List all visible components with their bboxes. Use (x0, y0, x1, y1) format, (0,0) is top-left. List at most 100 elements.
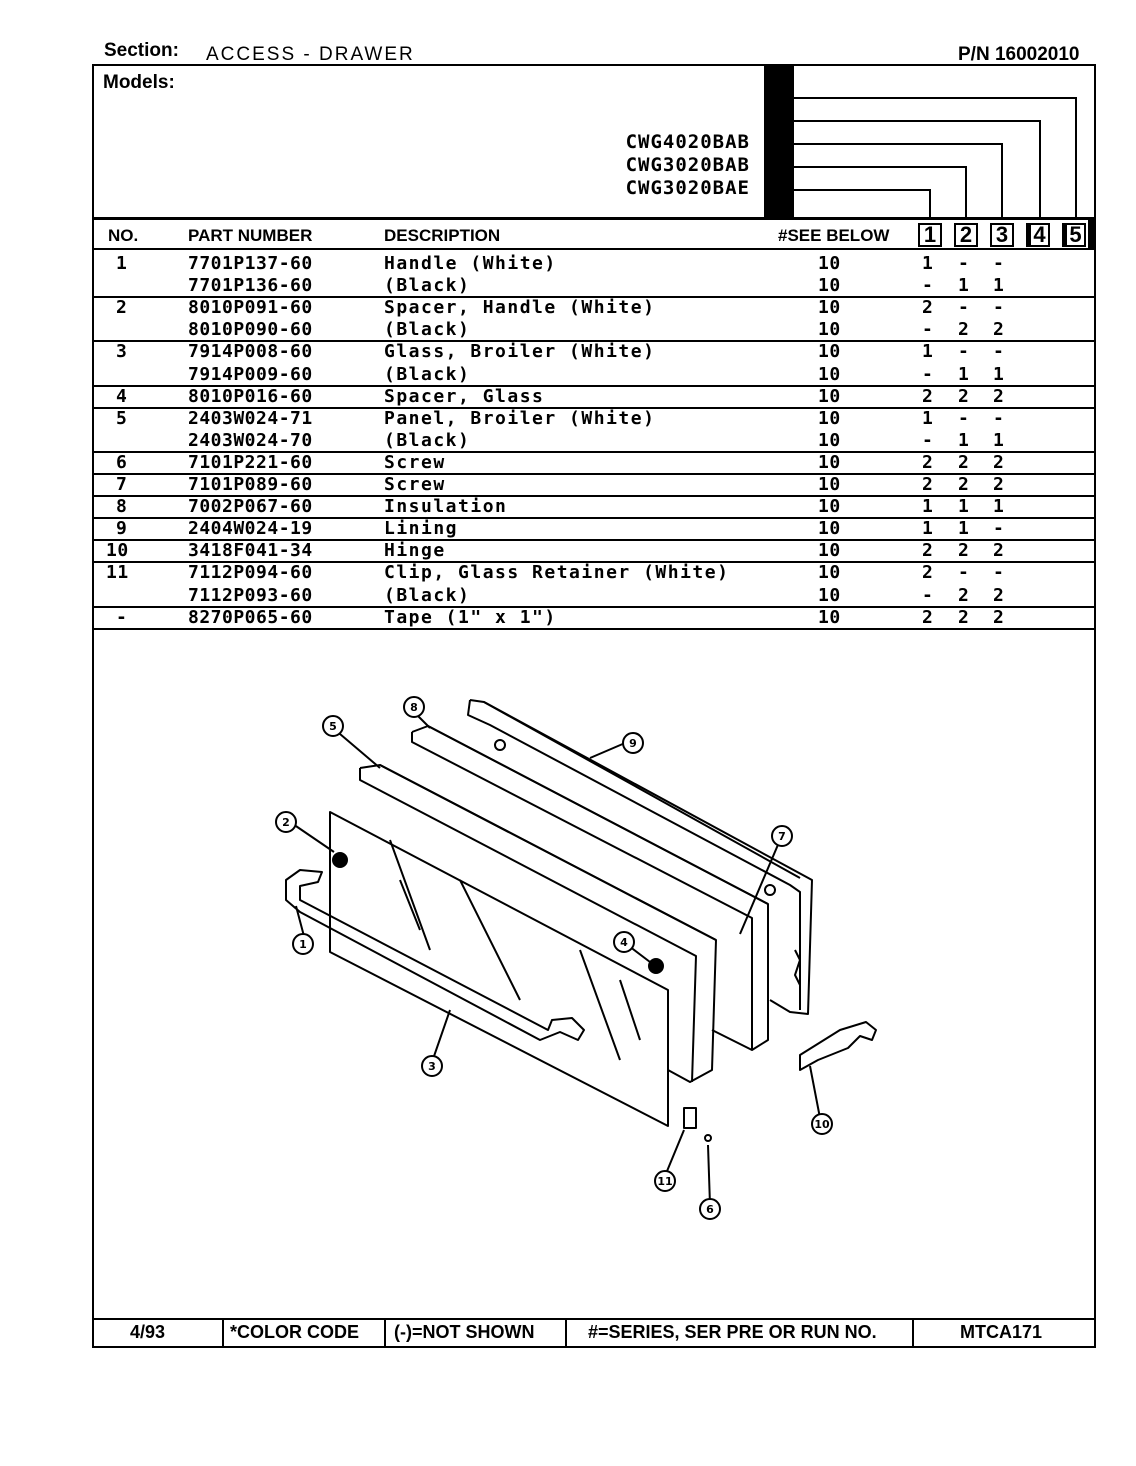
row-part-number: 2403W024-71 (188, 407, 313, 429)
row-item-no: 11 (106, 562, 129, 584)
col-header-see-below: #SEE BELOW (778, 226, 890, 245)
row-description: (Black) (384, 363, 471, 385)
model-number-box: 5 (768, 86, 790, 108)
row-description: Panel, Broiler (White) (384, 407, 656, 429)
row-item-no: 4 (116, 385, 128, 407)
row-qty-model-2: 2 (958, 606, 970, 628)
row-rule (94, 517, 1094, 520)
section-label: Section: (104, 40, 179, 61)
models-label: Models: (103, 72, 175, 93)
row-qty-model-2: 2 (958, 385, 970, 407)
row-rule (94, 384, 1094, 387)
row-part-number: 7101P221-60 (188, 451, 313, 473)
row-see-below: 10 (818, 451, 841, 473)
callout-11: 11 (654, 1170, 676, 1192)
row-qty-model-2: - (958, 407, 970, 429)
row-qty-model-3: 2 (993, 584, 1005, 606)
row-qty-model-1: - (922, 319, 934, 341)
callout-5: 5 (322, 715, 344, 737)
row-qty-model-3: - (993, 297, 1005, 319)
footer-divider-3 (565, 1318, 567, 1348)
row-qty-model-3: - (993, 253, 1005, 274)
row-description: Handle (White) (384, 253, 557, 274)
model-connector-lines (794, 97, 1077, 220)
row-qty-model-2: 2 (958, 474, 970, 495)
table-header-rule (94, 248, 1094, 250)
row-part-number: 7914P009-60 (188, 363, 313, 385)
row-see-below: 10 (818, 562, 841, 584)
row-qty-model-3: 2 (993, 540, 1005, 562)
callout-1: 1 (292, 933, 314, 955)
footer-divider-1 (222, 1318, 224, 1348)
row-qty-model-2: 2 (958, 451, 970, 473)
row-qty-model-1: 2 (922, 451, 934, 473)
row-see-below: 10 (818, 385, 841, 407)
row-qty-model-3: 1 (993, 275, 1005, 297)
row-rule (94, 605, 1094, 608)
row-part-number: 2403W024-70 (188, 429, 313, 451)
row-qty-model-1: 1 (922, 518, 934, 540)
callout-9: 9 (622, 732, 644, 754)
glass-part (329, 811, 669, 1127)
row-qty-model-1: 1 (922, 496, 934, 518)
row-qty-model-1: 2 (922, 385, 934, 407)
row-rule (94, 539, 1094, 542)
row-see-below: 10 (818, 474, 841, 495)
row-description: Lining (384, 518, 459, 540)
panel-part (359, 764, 717, 1083)
callout-label: 4 (620, 936, 628, 949)
callout-2: 2 (275, 811, 297, 833)
row-qty-model-3: 1 (993, 429, 1005, 451)
row-qty-model-2: - (958, 562, 970, 584)
row-qty-model-2: 2 (958, 584, 970, 606)
row-description: (Black) (384, 319, 471, 341)
footer-series: #=SERIES, SER PRE OR RUN NO. (588, 1322, 877, 1342)
col-header-no: NO. (108, 226, 139, 245)
callout-7: 7 (771, 825, 793, 847)
row-item-no: 8 (116, 496, 128, 518)
row-qty-model-1: - (922, 429, 934, 451)
row-see-below: 10 (818, 584, 841, 606)
lining-part (469, 699, 813, 1015)
row-see-below: 10 (818, 496, 841, 518)
row-qty-model-1: 2 (922, 474, 934, 495)
callout-label: 6 (706, 1203, 714, 1216)
row-see-below: 10 (818, 363, 841, 385)
row-qty-model-2: 1 (958, 518, 970, 540)
row-qty-model-2: 1 (958, 363, 970, 385)
row-qty-model-2: - (958, 253, 970, 274)
row-item-no: 3 (116, 341, 128, 363)
row-description: Glass, Broiler (White) (384, 341, 656, 363)
row-description: (Black) (384, 429, 471, 451)
row-see-below: 10 (818, 606, 841, 628)
row-part-number: 7112P093-60 (188, 584, 313, 606)
model-number-box: 4 (768, 109, 790, 131)
footer-date: 4/93 (130, 1322, 166, 1342)
row-rule (94, 627, 1094, 630)
row-qty-model-1: 2 (922, 562, 934, 584)
row-item-no: - (116, 606, 128, 628)
row-description: Tape (1" x 1") (384, 606, 557, 628)
model-number-box: 2 (768, 155, 790, 177)
row-qty-model-1: - (922, 275, 934, 297)
section-name: ACCESS - DRAWER (206, 44, 415, 65)
row-qty-model-3: 1 (993, 496, 1005, 518)
row-description: Clip, Glass Retainer (White) (384, 562, 730, 584)
row-rule (94, 296, 1094, 299)
row-rule (94, 495, 1094, 498)
row-qty-model-3: - (993, 407, 1005, 429)
model-col-header-4: 4 (1026, 223, 1050, 247)
col-header-description: DESCRIPTION (384, 226, 501, 245)
row-qty-model-1: - (922, 363, 934, 385)
row-part-number: 7002P067-60 (188, 496, 313, 518)
row-qty-model-3: 2 (993, 474, 1005, 495)
row-qty-model-3: 2 (993, 319, 1005, 341)
callout-8: 8 (403, 696, 425, 718)
clip-part (683, 1107, 697, 1129)
model-number-box: 3 (768, 132, 790, 154)
footer-divider-4 (912, 1318, 914, 1348)
footer-code: MTCA171 (960, 1322, 1043, 1342)
row-see-below: 10 (818, 319, 841, 341)
row-part-number: 7112P094-60 (188, 562, 313, 584)
model-name: CWG3020BAB (625, 154, 750, 176)
